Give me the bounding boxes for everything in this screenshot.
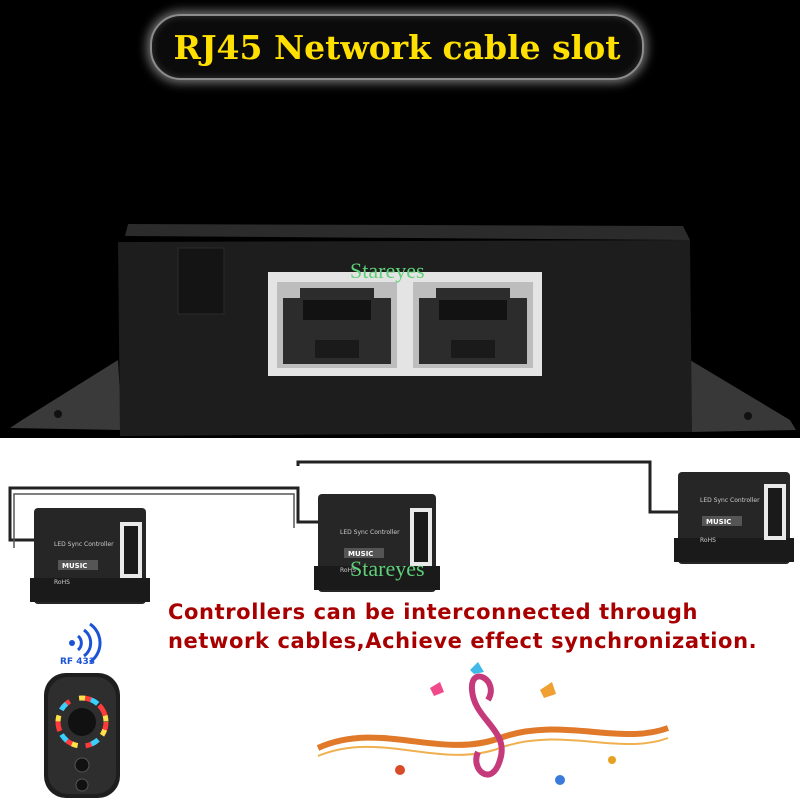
watermark: Stareyes [350, 258, 425, 283]
rj45-port-right [404, 272, 542, 376]
controller-2: LED Sync Controller MUSIC RoHS [314, 494, 440, 592]
butterfly-icon [540, 682, 556, 698]
controller-3: LED Sync Controller MUSIC RoHS [674, 472, 794, 564]
music-decoration [316, 662, 670, 785]
rj45-port-left [268, 272, 406, 376]
controller-1: LED Sync Controller MUSIC RoHS [30, 508, 150, 604]
cable-2-to-3 [296, 460, 682, 514]
controller-2-name: LED Sync Controller [340, 529, 400, 536]
controller-3-badge: MUSIC [706, 518, 731, 526]
rf-label: RF 433 [60, 657, 95, 667]
network-cables [8, 460, 682, 548]
rf-signal-icon [69, 622, 102, 664]
controller-3-name: LED Sync Controller [700, 497, 760, 504]
watermark: Stareyes [350, 556, 425, 581]
controller-1-badge: MUSIC [62, 562, 87, 570]
butterfly-icon [430, 682, 444, 696]
banner-title: RJ45 Network cable slot [173, 27, 621, 67]
caption-line-2: network cables,Achieve effect synchroniz… [168, 629, 758, 653]
side-slot [177, 247, 225, 315]
banner-title-pill: RJ45 Network cable slot [150, 14, 644, 80]
rf-remote [44, 673, 120, 798]
controller-2-cert: RoHS [340, 567, 356, 574]
controller-2-badge: MUSIC [348, 550, 373, 558]
butterfly-icon [470, 662, 484, 674]
mounting-flange-left [10, 360, 122, 430]
treble-clef-icon [468, 673, 505, 778]
caption-line-1: Controllers can be interconnected throug… [168, 600, 699, 624]
controller-3-cert: RoHS [700, 537, 716, 544]
controller-1-name: LED Sync Controller [54, 541, 114, 548]
mounting-flange-right [690, 360, 796, 432]
caption: Controllers can be interconnected throug… [168, 598, 788, 656]
controller-1-cert: RoHS [54, 579, 70, 586]
